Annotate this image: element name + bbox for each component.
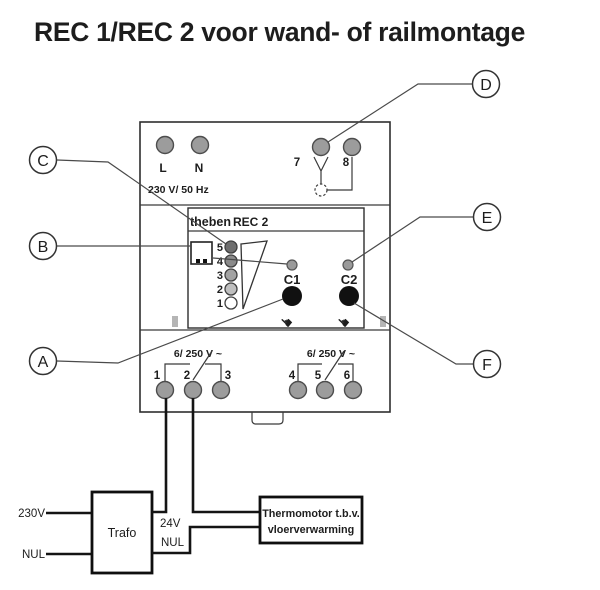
led-2-icon xyxy=(224,282,238,296)
page-title: REC 1/REC 2 voor wand- of railmontage xyxy=(34,17,525,47)
wire-neutral-to-actuator xyxy=(152,525,260,555)
callout-line-d xyxy=(327,83,472,143)
callout-a-letter: A xyxy=(38,354,49,371)
output-neutral-label: NUL xyxy=(161,537,185,549)
mains-live-label: 230V xyxy=(18,508,45,520)
wire-24v-to-terminal-1 xyxy=(152,398,168,514)
c1-led-icon xyxy=(286,259,298,271)
terminal-4-label: 4 xyxy=(289,370,296,382)
callout-b-letter: B xyxy=(38,239,49,256)
mains-terminals: L N 230 V/ 50 Hz xyxy=(148,135,210,196)
trafo-label: Trafo xyxy=(108,526,137,540)
right-mount-tab xyxy=(380,316,386,327)
terminal-5-screw xyxy=(315,380,335,400)
led-scale-wedge-icon xyxy=(240,240,268,310)
contact-symbol-left xyxy=(164,350,222,381)
terminal-6-label: 6 xyxy=(344,370,350,382)
terminal-7-label: 7 xyxy=(294,157,300,169)
sensor-arrow-icon xyxy=(313,156,329,184)
callout-line-f xyxy=(353,302,473,365)
led-number-1: 1 xyxy=(217,298,223,310)
relay-terminals: 6/ 250 V ~ 6/ 250 V ~ 1 2 3 4 5 6 xyxy=(154,348,363,400)
terminal-5-label: 5 xyxy=(315,370,322,382)
callout-b-circle xyxy=(28,231,58,261)
thermomotor-label-line1: Thermomotor t.b.v. xyxy=(262,508,360,520)
wire-terminal-2-to-actuator xyxy=(191,398,260,514)
trafo-box xyxy=(90,490,154,575)
mains-neutral-label: NUL xyxy=(22,549,46,561)
led-3-icon xyxy=(224,268,238,282)
sensor-wire-8 xyxy=(327,157,353,191)
led-4-icon xyxy=(224,254,238,268)
terminal-4-screw xyxy=(288,380,308,400)
callout-line-c xyxy=(56,159,227,245)
thermomotor-label-line2: vloerverwarming xyxy=(268,524,354,536)
terminal-l-screw xyxy=(155,135,175,155)
callout-e-letter: E xyxy=(482,210,493,227)
callout-lines xyxy=(56,83,473,365)
model-label: REC 2 xyxy=(233,215,269,229)
terminal-n-label: N xyxy=(195,161,204,175)
terminal-2-screw xyxy=(183,380,203,400)
terminal-8-screw xyxy=(342,137,362,157)
callout-f-letter: F xyxy=(482,357,492,374)
led-number-2: 2 xyxy=(217,284,223,296)
terminal-n-screw xyxy=(190,135,210,155)
c2-label: C2 xyxy=(341,272,358,287)
led-number-4: 4 xyxy=(217,256,224,268)
terminal-6-screw xyxy=(343,380,363,400)
front-panel xyxy=(187,207,365,329)
callout-f-circle xyxy=(472,349,502,379)
callout-d-circle xyxy=(471,69,501,99)
callout-line-a xyxy=(56,298,284,364)
terminal-3-label: 3 xyxy=(225,370,231,382)
brand-logo: theben xyxy=(190,215,231,229)
terminal-7-screw xyxy=(311,137,331,157)
thermomotor-box xyxy=(258,495,364,545)
callout-bubbles: C B A D E F xyxy=(28,69,502,379)
callout-line-b2 xyxy=(212,257,288,265)
led-5-icon xyxy=(224,240,238,254)
led-number-5: 5 xyxy=(217,242,223,254)
din-rail-clip xyxy=(251,412,284,425)
terminal-2-label: 2 xyxy=(184,370,190,382)
mains-rating-label: 230 V/ 50 Hz xyxy=(148,184,209,196)
relay-rating-left: 6/ 250 V ~ xyxy=(174,348,222,360)
terminal-1-screw xyxy=(155,380,175,400)
terminal-8-label: 8 xyxy=(343,157,350,169)
relay-rating-right: 6/ 250 V ~ xyxy=(307,348,355,360)
wiring-diagram: 230V NUL Trafo 24V NUL Thermomotor t.b.v… xyxy=(18,398,364,575)
led-number-3: 3 xyxy=(217,270,223,282)
callout-c-letter: C xyxy=(37,153,49,170)
callout-e-circle xyxy=(472,202,502,232)
terminal-1-label: 1 xyxy=(154,370,161,382)
terminal-l-label: L xyxy=(159,161,166,175)
callout-a-circle xyxy=(28,346,58,376)
valve-state-icon xyxy=(190,241,213,265)
left-mount-tab xyxy=(172,316,178,327)
led-scale: 5 4 3 2 1 xyxy=(217,240,268,310)
output-voltage-label: 24V xyxy=(160,518,181,530)
channel-c1: C1 ☛ xyxy=(277,259,302,331)
led-1-icon xyxy=(224,296,238,310)
c1-label: C1 xyxy=(284,272,301,287)
c2-led-icon xyxy=(342,259,354,271)
c1-button xyxy=(282,286,302,306)
callout-c-circle xyxy=(28,145,58,175)
callout-d-letter: D xyxy=(480,77,492,94)
sensor-terminals: 7 8 xyxy=(294,137,362,197)
callout-line-e xyxy=(351,216,473,263)
contact-symbol-right xyxy=(297,350,354,381)
c2-button xyxy=(339,286,359,306)
terminal-3-screw xyxy=(211,380,231,400)
